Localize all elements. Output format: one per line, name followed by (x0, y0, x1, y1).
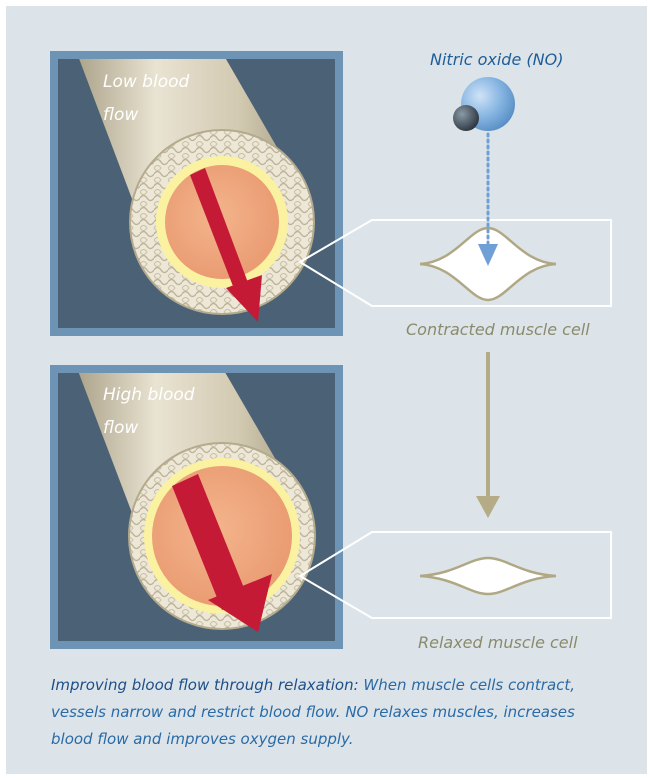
caption-lead: Improving blood flow through relaxation: (51, 676, 359, 694)
no-molecule-icon (453, 77, 515, 131)
low-flow-frame (50, 40, 343, 336)
low-flow-label: Low blood flow (103, 66, 189, 132)
dotted-arrow-icon (478, 134, 498, 266)
relaxed-muscle-cell (420, 558, 556, 594)
caption: Improving blood flow through relaxation:… (51, 672, 611, 753)
molecule-label: Nitric oxide (NO) (430, 43, 563, 76)
down-arrow-icon (476, 352, 500, 518)
contracted-cell-label: Contracted muscle cell (406, 313, 590, 346)
relaxed-cell-label: Relaxed muscle cell (418, 626, 578, 659)
high-flow-label: High blood flow (103, 379, 195, 445)
relaxed-cell-callout (300, 532, 611, 618)
high-flow-frame (50, 355, 343, 649)
contracted-cell-callout (300, 220, 611, 306)
